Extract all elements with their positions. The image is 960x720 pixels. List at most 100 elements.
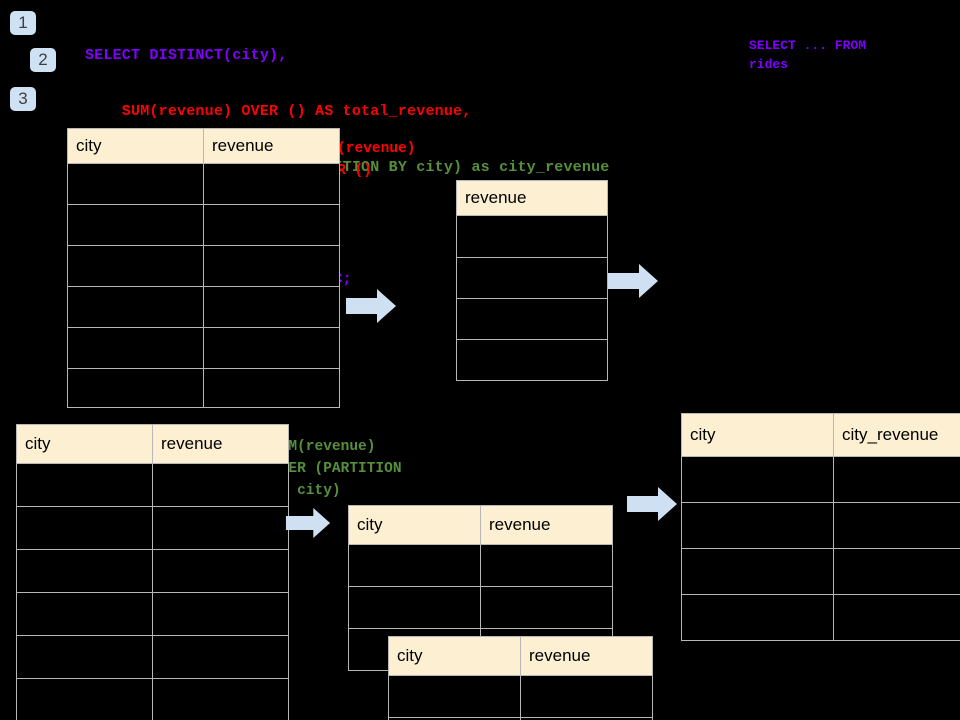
table-header-row: revenue xyxy=(456,180,608,216)
table-header-row: city revenue xyxy=(388,636,653,676)
step-badge-1: 1 xyxy=(10,11,36,35)
cell-city xyxy=(67,327,204,369)
cell-city xyxy=(16,635,153,679)
cell-revenue xyxy=(203,245,340,287)
cell-revenue xyxy=(152,678,289,720)
table-row xyxy=(67,327,340,369)
cell-city xyxy=(681,456,834,503)
table-row xyxy=(67,245,340,287)
cell-revenue xyxy=(203,368,340,408)
cell-city xyxy=(67,204,204,246)
table-row xyxy=(456,298,608,340)
cell-city xyxy=(67,245,204,287)
table-row xyxy=(388,717,653,720)
column-header-revenue: revenue xyxy=(480,505,613,545)
cell-city xyxy=(16,592,153,636)
table-row xyxy=(456,339,608,381)
cell-city xyxy=(16,678,153,720)
cell-city xyxy=(67,368,204,408)
table-row xyxy=(456,257,608,299)
column-header-city-revenue: city_revenue xyxy=(833,413,960,457)
cell-city xyxy=(67,286,204,328)
city-revenue-result-table: city city_revenue xyxy=(681,413,960,641)
table-row xyxy=(16,592,289,636)
cell-city-revenue xyxy=(833,456,960,503)
cell-city xyxy=(681,502,834,549)
column-header-revenue: revenue xyxy=(520,636,653,676)
cell-city xyxy=(16,463,153,507)
sql-line-1: SELECT DISTINCT(city), xyxy=(85,47,288,64)
column-header-city: city xyxy=(348,505,481,545)
total-revenue-table: revenue xyxy=(456,180,608,381)
cell-city-revenue xyxy=(833,502,960,549)
step-badge-3: 3 xyxy=(10,87,36,111)
table-row xyxy=(681,456,960,503)
table-row xyxy=(16,506,289,550)
table-row xyxy=(681,594,960,641)
arrow-right-icon xyxy=(285,508,331,538)
cell-revenue xyxy=(152,592,289,636)
table-row xyxy=(348,544,613,587)
cell-revenue xyxy=(520,717,653,720)
arrow-source-to-total xyxy=(346,289,396,328)
cell-city xyxy=(681,594,834,641)
cell-revenue xyxy=(480,544,613,587)
cell-city xyxy=(348,544,481,587)
cell-revenue xyxy=(480,586,613,629)
cell-revenue xyxy=(520,675,653,718)
cell-revenue xyxy=(456,215,608,258)
table-row xyxy=(67,163,340,205)
cell-city xyxy=(681,548,834,595)
arrow-right-icon xyxy=(346,289,396,323)
cell-revenue xyxy=(152,463,289,507)
cell-revenue xyxy=(203,286,340,328)
cell-city xyxy=(67,163,204,205)
table-header-row: city revenue xyxy=(67,128,340,164)
table-row xyxy=(16,463,289,507)
table-row xyxy=(388,675,653,718)
table-header-row: city revenue xyxy=(348,505,613,545)
table-row xyxy=(16,549,289,593)
cell-revenue xyxy=(203,204,340,246)
table-row xyxy=(67,286,340,328)
arrow-source-to-partition xyxy=(283,508,333,543)
cell-city-revenue xyxy=(833,548,960,595)
column-header-revenue: revenue xyxy=(152,424,289,464)
column-header-city: city xyxy=(388,636,521,676)
cell-revenue xyxy=(456,257,608,299)
cell-revenue xyxy=(456,298,608,340)
sql-line-2: SUM(revenue) OVER () AS total_revenue, xyxy=(85,103,472,120)
partition-table-front: city revenue xyxy=(388,636,653,720)
table-row xyxy=(681,502,960,549)
table-row xyxy=(348,586,613,629)
column-header-city: city xyxy=(16,424,153,464)
city-revenue-annotation: SUM(revenue) OVER (PARTITION BY city) xyxy=(271,439,402,499)
cell-revenue xyxy=(203,163,340,205)
cell-revenue xyxy=(152,506,289,550)
table-header-row: city revenue xyxy=(16,424,289,464)
arrow-right-icon xyxy=(608,264,658,298)
select-from-rides-note: SELECT ... FROM rides xyxy=(749,38,867,72)
rides-source-table-2: city revenue xyxy=(16,424,289,720)
arrow-partition-to-result xyxy=(627,487,677,526)
cell-city xyxy=(348,586,481,629)
cell-city xyxy=(16,549,153,593)
column-header-revenue: revenue xyxy=(203,128,340,164)
cell-city-revenue xyxy=(833,594,960,641)
column-header-revenue: revenue xyxy=(456,180,608,216)
step-badge-2: 2 xyxy=(30,48,56,72)
cell-revenue xyxy=(456,339,608,381)
cell-revenue xyxy=(152,549,289,593)
arrow-right-icon xyxy=(627,487,677,521)
cell-city xyxy=(388,675,521,718)
table-row xyxy=(16,678,289,720)
arrow-total-to-output xyxy=(608,264,658,303)
table-row xyxy=(456,215,608,258)
table-header-row: city city_revenue xyxy=(681,413,960,457)
table-row xyxy=(681,548,960,595)
column-header-city: city xyxy=(67,128,204,164)
cell-revenue xyxy=(203,327,340,369)
table-row xyxy=(16,635,289,679)
column-header-city: city xyxy=(681,413,834,457)
